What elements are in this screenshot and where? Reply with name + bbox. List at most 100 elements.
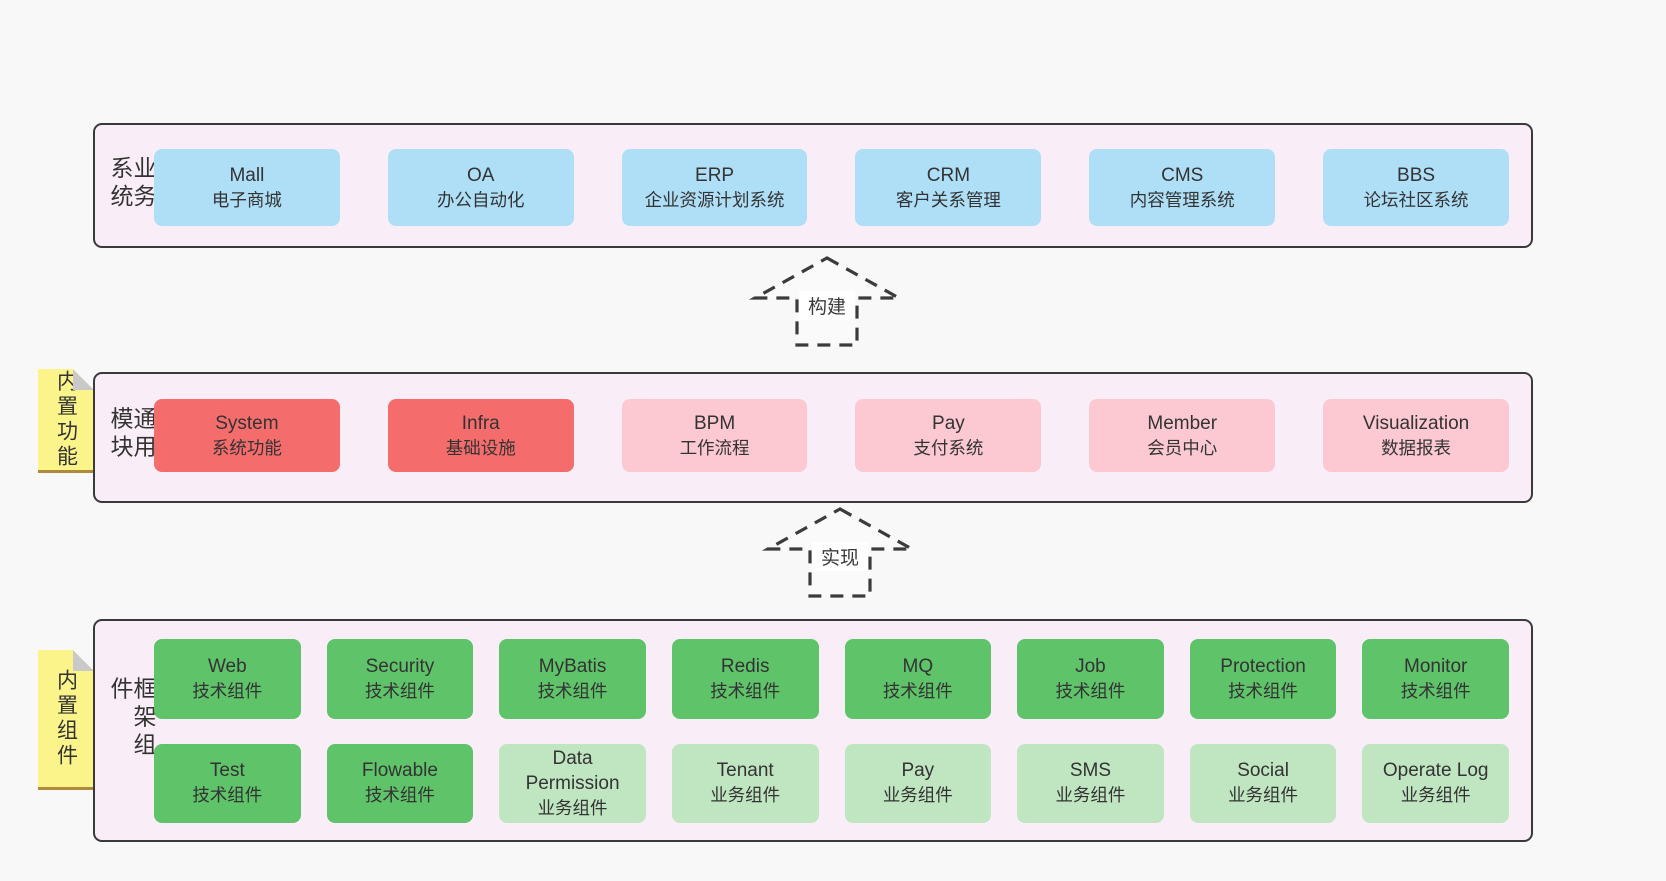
- band-common-modules: 通用模块 System 系统功能 Infra 基础设施 BPM 工作流程 Pay…: [93, 372, 1533, 503]
- box-title: Protection: [1220, 655, 1306, 677]
- box-infra: Infra 基础设施: [387, 399, 574, 472]
- box-title: Test: [209, 760, 245, 782]
- box-flowable: Flowable 技术组件: [326, 743, 474, 823]
- box-subtitle: 内容管理系统: [1129, 189, 1235, 210]
- box-subtitle: 技术组件: [364, 785, 435, 806]
- box-bpm: BPM 工作流程: [621, 399, 808, 472]
- box-protection: Protection 技术组件: [1189, 639, 1337, 719]
- box-subtitle: 业务组件: [710, 785, 781, 806]
- box-subtitle: 会员中心: [1147, 437, 1218, 458]
- box-pay-component: Pay 业务组件: [844, 743, 992, 823]
- box-subtitle: 业务组件: [1400, 785, 1471, 806]
- band-business-systems: 业务系统 Mall 电子商城 OA 办公自动化 ERP 企业资源计划系统 CRM…: [93, 123, 1533, 248]
- box-title: Member: [1147, 412, 1218, 434]
- folded-corner-icon: [73, 650, 94, 671]
- module-boxes: System 系统功能 Infra 基础设施 BPM 工作流程 Pay 支付系统…: [154, 399, 1509, 472]
- implement-arrow-label: 实现: [821, 547, 859, 569]
- box-subtitle: 技术组件: [537, 680, 608, 701]
- box-title: MyBatis: [538, 655, 607, 677]
- box-data-permission: Data Permission 业务组件: [499, 743, 646, 823]
- box-title: Operate Log: [1382, 760, 1489, 782]
- box-subtitle: 业务组件: [1055, 785, 1126, 806]
- implement-arrow: 实现: [760, 505, 920, 600]
- box-title: Job: [1075, 655, 1106, 677]
- sticky-note-built-in-features: 内置功能: [38, 369, 94, 473]
- box-title: Flowable: [361, 760, 438, 782]
- box-subtitle: 业务组件: [882, 785, 953, 806]
- box-redis: Redis 技术组件: [671, 639, 819, 719]
- box-operate-log: Operate Log 业务组件: [1362, 743, 1509, 823]
- box-title: Infra: [461, 412, 500, 434]
- box-title: Pay: [932, 412, 965, 434]
- sticky-note-built-in-components: 内置组件: [38, 650, 94, 790]
- box-subtitle: 支付系统: [913, 437, 984, 458]
- build-arrow: 构建: [747, 254, 907, 349]
- business-boxes: Mall 电子商城 OA 办公自动化 ERP 企业资源计划系统 CRM 客户关系…: [154, 149, 1509, 226]
- box-pay-system: Pay 支付系统: [855, 399, 1042, 472]
- box-title: BPM: [693, 412, 736, 434]
- box-mq: MQ 技术组件: [844, 639, 992, 719]
- box-system: System 系统功能: [154, 399, 340, 472]
- box-title: System: [215, 412, 279, 434]
- box-subtitle: 技术组件: [1400, 680, 1471, 701]
- box-title: Mall: [229, 164, 265, 186]
- box-title: Pay: [901, 760, 935, 782]
- box-subtitle: 电子商城: [211, 189, 282, 210]
- box-title: Tenant: [716, 760, 774, 782]
- box-title: Web: [207, 655, 247, 677]
- box-subtitle: 客户关系管理: [895, 189, 1001, 210]
- box-title: Social: [1237, 760, 1289, 782]
- box-sms: SMS 业务组件: [1017, 743, 1164, 823]
- box-subtitle: 工作流程: [679, 437, 750, 458]
- box-title: BBS: [1397, 164, 1436, 186]
- band-vertical-label: 业务系统: [107, 155, 156, 212]
- box-subtitle: 技术组件: [192, 680, 263, 701]
- box-crm: CRM 客户关系管理: [855, 149, 1042, 226]
- box-title: Monitor: [1404, 655, 1468, 677]
- box-mybatis: MyBatis 技术组件: [499, 639, 646, 719]
- box-title: ERP: [695, 164, 735, 186]
- box-subtitle: 技术组件: [882, 680, 953, 701]
- band-framework-components: 框架组件 Web 技术组件 Security 技术组件 MyBatis 技术组件…: [93, 619, 1533, 842]
- box-visualization: Visualization 数据报表: [1323, 399, 1509, 472]
- box-title: OA: [467, 164, 495, 186]
- box-cms: CMS 内容管理系统: [1089, 149, 1276, 226]
- sticky-note-label: 内置组件: [54, 668, 78, 769]
- box-subtitle: 技术组件: [1228, 680, 1299, 701]
- band-vertical-label: 框架组件: [107, 675, 156, 760]
- box-oa: OA 办公自动化: [387, 149, 574, 226]
- box-monitor: Monitor 技术组件: [1362, 639, 1509, 719]
- box-subtitle: 技术组件: [364, 680, 435, 701]
- framework-boxes: Web 技术组件 Security 技术组件 MyBatis 技术组件 Redi…: [154, 639, 1509, 823]
- folded-corner-icon: [73, 369, 94, 390]
- box-title: SMS: [1069, 760, 1112, 782]
- box-subtitle: 技术组件: [1055, 680, 1126, 701]
- box-job: Job 技术组件: [1017, 639, 1164, 719]
- box-subtitle: 技术组件: [192, 785, 263, 806]
- box-title: MQ: [902, 655, 934, 677]
- box-subtitle: 系统功能: [211, 437, 282, 458]
- box-test: Test 技术组件: [154, 743, 301, 823]
- box-title: Data Permission: [525, 747, 620, 794]
- box-subtitle: 企业资源计划系统: [644, 189, 785, 210]
- box-subtitle: 数据报表: [1381, 437, 1452, 458]
- box-member: Member 会员中心: [1089, 399, 1276, 472]
- box-subtitle: 论坛社区系统: [1363, 189, 1469, 210]
- build-arrow-label: 构建: [808, 296, 846, 318]
- box-title: Visualization: [1362, 412, 1470, 434]
- box-title: Security: [365, 655, 435, 677]
- box-title: Redis: [720, 655, 770, 677]
- box-mall: Mall 电子商城: [154, 149, 340, 226]
- box-social: Social 业务组件: [1189, 743, 1337, 823]
- box-tenant: Tenant 业务组件: [671, 743, 819, 823]
- box-security: Security 技术组件: [326, 639, 474, 719]
- box-subtitle: 办公自动化: [436, 189, 525, 210]
- sticky-note-label: 内置功能: [54, 369, 78, 470]
- band-vertical-label: 通用模块: [107, 405, 156, 462]
- box-bbs: BBS 论坛社区系统: [1323, 149, 1509, 226]
- box-subtitle: 基础设施: [445, 437, 516, 458]
- box-subtitle: 业务组件: [537, 797, 608, 818]
- box-web: Web 技术组件: [154, 639, 301, 719]
- box-subtitle: 技术组件: [710, 680, 781, 701]
- box-title: CRM: [926, 164, 971, 186]
